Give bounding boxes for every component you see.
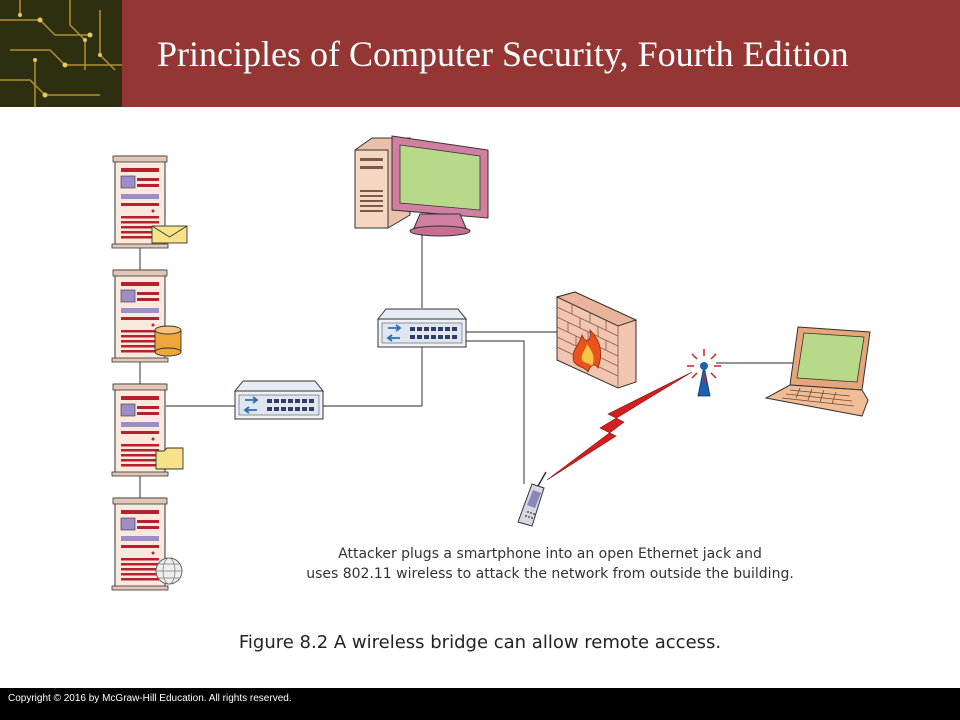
link-switch-to-smartphone — [466, 340, 525, 484]
globe-icon — [155, 557, 183, 585]
mail-server — [111, 155, 188, 249]
circuit-board-image — [0, 0, 122, 107]
figure-caption: Figure 8.2 A wireless bridge can allow r… — [238, 632, 722, 653]
callout-line-1: Attacker plugs a smartphone into an open… — [338, 546, 762, 562]
folder-icon — [155, 447, 184, 470]
wireless-access-point — [687, 349, 721, 397]
firewall — [555, 291, 638, 389]
database-icon — [154, 325, 182, 357]
switch-center — [377, 308, 467, 348]
slide-header: Principles of Computer Security, Fourth … — [0, 0, 960, 107]
callout-line-2: uses 802.11 wireless to attack the netwo… — [306, 566, 794, 582]
copyright-text: Copyright © 2016 by McGraw-Hill Educatio… — [8, 693, 292, 704]
database-server — [111, 269, 182, 363]
envelope-icon — [151, 225, 188, 244]
smartphone — [517, 471, 547, 527]
diagram-callout: Attacker plugs a smartphone into an open… — [255, 544, 845, 584]
desktop-computer — [354, 135, 489, 237]
web-server — [111, 497, 183, 591]
laptop — [764, 326, 871, 417]
slide-footer: Copyright © 2016 by McGraw-Hill Educatio… — [0, 688, 960, 720]
network-diagram — [0, 107, 960, 687]
wireless-signal-bolt — [546, 371, 693, 481]
switch-left — [234, 380, 324, 420]
file-server — [111, 383, 184, 477]
slide-title: Principles of Computer Security, Fourth … — [157, 34, 849, 74]
